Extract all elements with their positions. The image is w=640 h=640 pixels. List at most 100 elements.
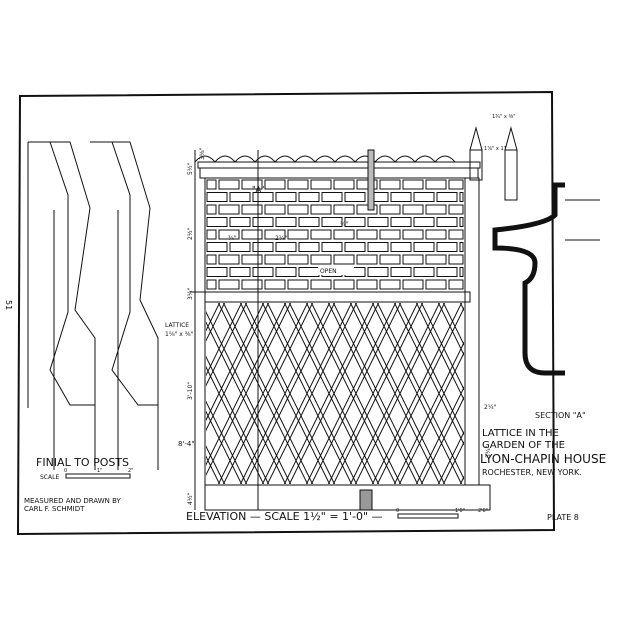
brick [379,229,401,240]
title-line-3: LYON-CHAPIN HOUSE [480,452,606,466]
scale-tick: 0 [64,468,67,474]
brick [218,279,240,290]
title-line-4: ROCHESTER, NEW YORK. [482,468,582,477]
brick [298,217,320,227]
lattice-strip [288,303,380,484]
lattice-strip [332,303,424,484]
lattice-strip [437,431,464,484]
brick [287,279,309,290]
dim: 3'-10" [187,382,194,400]
dim: ¾" [340,221,349,228]
brick [333,279,355,290]
title-line-1: LATTICE IN THE [482,428,559,439]
brick [448,229,464,240]
lattice-strip [206,445,226,484]
scale-tick: 2" [128,468,133,474]
base-plank [204,484,491,511]
brick [402,179,424,190]
lattice-strip [0,302,27,485]
brick [206,229,217,240]
finial-drawing: FINIAL TO POSTS SCALE 0 1" 2" [27,141,159,481]
lattice-strip [239,303,331,484]
brick [229,192,251,202]
brick [321,242,343,252]
brick [413,267,435,277]
brick [287,179,309,190]
dim: 1¾" x ⅜" [492,114,516,120]
lattice-strip [376,303,464,481]
lattice-strip [244,303,336,484]
elevation-drawing: "A" OPEN LATTICE 1⅝" x ⅜" 5½" 3⅝" 2½" ¾"… [0,147,497,523]
brick [425,179,447,190]
finial-scale-label: SCALE [40,474,59,481]
lattice-label: LATTICE [165,322,189,329]
lattice-strip [0,302,5,485]
plate-border [16,90,556,536]
brick [333,254,355,265]
brick [206,192,228,202]
brick [413,242,435,252]
lattice-size: 1⅝" x ⅜" [165,331,194,338]
brick [425,254,447,265]
brick [356,279,378,290]
lattice-strip [206,365,265,484]
brick [425,229,447,240]
brick [218,254,240,265]
brick [218,229,240,240]
dim: 2¼" [275,235,288,242]
brick [448,204,464,215]
brick [379,279,401,290]
brick [298,242,320,252]
brick [287,229,309,240]
brick [252,267,274,277]
brick [459,267,464,277]
brick [229,267,251,277]
brick [413,217,435,227]
brick [367,242,389,252]
dim: 1⅞" x 1" [484,146,506,152]
brick [252,217,274,227]
brick [356,179,378,190]
lattice-strip [310,303,402,484]
brick [413,192,435,202]
brick [344,192,366,202]
lattice-strip [437,303,464,356]
lattice-strip [442,303,464,346]
brick [402,229,424,240]
lattice-strip [206,410,243,484]
lattice-strip [206,303,226,342]
brick [425,279,447,290]
lattice-strip [0,302,5,485]
brick [275,267,297,277]
dim: 8'-4" [178,440,195,448]
brick [379,254,401,265]
brick [379,204,401,215]
finial-label: FINIAL TO POSTS [36,456,129,469]
brick [275,242,297,252]
brick [218,179,240,190]
brick [241,254,263,265]
brick [298,267,320,277]
section-a-drawing: 1¾" x ⅜" 1⅞" x 1" SECTION "A" [469,114,600,420]
brick [229,242,251,252]
brick [436,192,458,202]
brick [287,254,309,265]
dim: 2¼" [484,404,497,411]
brick [344,217,366,227]
brick [206,217,228,227]
brick [436,217,458,227]
lattice-strip [206,321,287,484]
brick [241,179,263,190]
brick [264,279,286,290]
lattice-strip [266,303,358,484]
brick [333,179,355,190]
lattice-strip [283,303,375,484]
lattice-strip [442,441,464,484]
brick [379,179,401,190]
lattice-strip [261,303,353,484]
brick [425,204,447,215]
title-line-2: GARDEN OF THE [482,440,565,451]
brick [459,217,464,227]
dim: 2½" [187,227,194,240]
scale-tick: 0 [396,508,399,514]
